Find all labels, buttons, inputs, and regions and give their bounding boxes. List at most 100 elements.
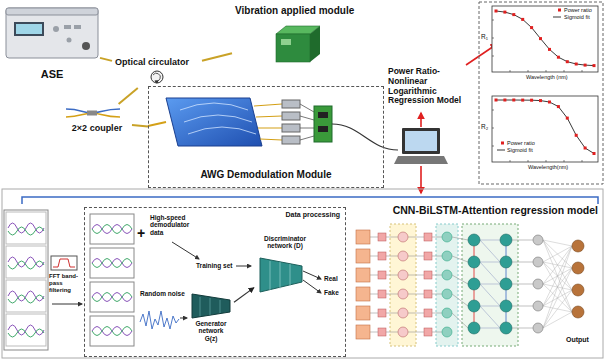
awg-chip <box>148 98 398 150</box>
circulator-symbol <box>151 71 163 83</box>
fit-plots <box>495 10 498 13</box>
fit-plots <box>501 142 504 145</box>
laptop-picture <box>405 131 437 151</box>
network-illustration <box>533 257 543 267</box>
network-illustration <box>356 230 370 244</box>
network-illustration <box>500 278 512 290</box>
raw-signal-waveforms <box>8 223 44 335</box>
gan-flow <box>172 242 199 259</box>
network-illustration <box>533 235 543 333</box>
fit-plots <box>575 63 578 66</box>
gan-flow <box>303 280 321 293</box>
awg-chip <box>300 104 314 140</box>
network-illustration <box>424 290 432 298</box>
network-illustration <box>442 308 452 318</box>
node-label: Data processing <box>90 211 340 219</box>
light-source-device <box>67 38 72 43</box>
fit-plots <box>492 110 582 162</box>
axis-label: R₂ <box>481 123 488 130</box>
fiber-coupler: 2×2 coupler <box>62 104 132 140</box>
light-source-device <box>6 8 98 15</box>
network-illustration <box>468 322 480 334</box>
network-illustration <box>356 249 370 263</box>
fit-plots <box>479 2 603 184</box>
fit-plots <box>557 56 560 59</box>
coupler-symbol <box>66 109 120 117</box>
fit-plots <box>503 99 506 102</box>
network-illustration <box>378 252 386 260</box>
light-source-device <box>16 24 42 34</box>
filtered-waveforms <box>90 316 134 346</box>
legend-text: Sigmoid fit <box>507 147 533 153</box>
gan-flow <box>192 294 230 318</box>
network-illustration <box>378 328 386 336</box>
network-illustration <box>356 224 584 346</box>
network-illustration <box>378 309 386 317</box>
demodulation-module: AWG Demodulation Module <box>148 86 384 188</box>
awg-chip <box>180 103 256 134</box>
filtered-waveforms <box>90 214 134 346</box>
fit-plots <box>479 2 603 184</box>
fit-plots <box>496 11 594 66</box>
gan-flow <box>140 242 321 329</box>
network-illustration <box>424 271 432 279</box>
network-illustration <box>572 240 584 318</box>
network-illustration <box>398 289 408 299</box>
fit-plots <box>548 48 551 51</box>
fit-plots <box>593 64 596 67</box>
network-illustration <box>378 271 386 279</box>
node-label: CNN-BiLSTM-Attention regression model <box>354 204 598 216</box>
fit-plots <box>512 99 515 102</box>
fit-plots <box>557 105 560 108</box>
vibration-module-picture <box>310 26 320 62</box>
output-label: Output <box>566 336 589 344</box>
gan-flow <box>180 318 187 319</box>
network-illustration <box>442 327 452 337</box>
network-illustration <box>442 289 452 299</box>
raw-signal-waveforms <box>4 210 48 350</box>
light-source-device <box>74 25 81 29</box>
awg-chip <box>282 136 300 144</box>
light-source-device <box>14 22 44 36</box>
network-illustration <box>452 237 468 328</box>
processing-box: Data processingGenerator networkG(z)Disc… <box>84 207 346 357</box>
network-illustration <box>533 235 543 245</box>
network-illustration <box>468 278 480 290</box>
awg-chip <box>254 104 282 140</box>
fit-plots <box>530 99 533 102</box>
coupler-symbol <box>87 111 97 116</box>
network-illustration <box>442 251 452 261</box>
gan-flow <box>140 311 179 329</box>
fit-plots <box>495 10 596 68</box>
network-illustration <box>424 309 432 317</box>
light-source-device <box>6 8 98 58</box>
awg-chip <box>148 122 166 126</box>
raw-signal-waveforms <box>6 246 46 278</box>
fit-plots <box>492 6 598 72</box>
laptop-picture <box>402 128 440 154</box>
network-illustration <box>398 308 408 318</box>
fit-plots <box>530 26 533 29</box>
network-illustration <box>356 325 370 339</box>
network-illustration <box>500 234 512 246</box>
fit-plots <box>492 96 598 162</box>
data-label: Training set <box>196 262 232 269</box>
fit-plots <box>539 37 542 40</box>
network-illustration <box>356 230 370 339</box>
fiber-link <box>202 53 232 61</box>
data-label: Random noise <box>140 290 185 297</box>
network-illustration <box>424 233 432 241</box>
awg-chip <box>282 124 300 132</box>
node-label: Generator network <box>189 320 233 335</box>
vibration-module-picture <box>276 26 320 34</box>
network-illustration <box>500 322 512 334</box>
network-illustration <box>356 306 370 320</box>
awg-chip <box>318 112 328 118</box>
red-arrow <box>420 113 422 127</box>
network-illustration <box>533 323 543 333</box>
network-illustration <box>500 256 512 268</box>
network-illustration <box>398 232 408 242</box>
network-illustration <box>468 234 512 334</box>
node-label: Discriminator network (D) <box>255 235 315 250</box>
